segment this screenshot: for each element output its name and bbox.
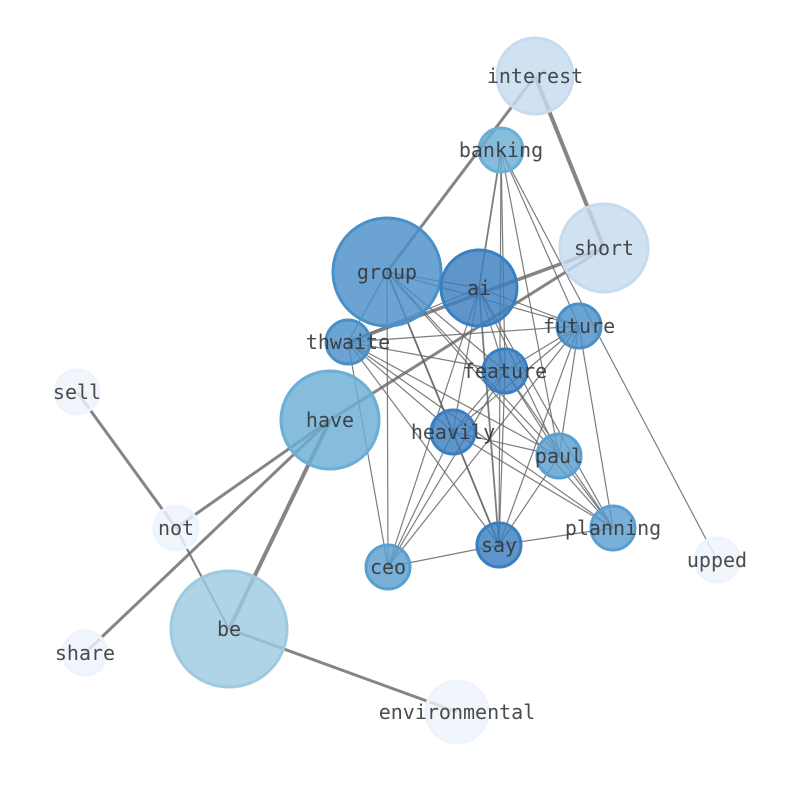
node-label-short: short (574, 236, 634, 260)
node-label-not: not (158, 516, 194, 540)
edge-thwaite-feature (347, 341, 506, 372)
edge-group-planning (386, 271, 614, 529)
node-circle-future (555, 302, 603, 350)
node-label-share: share (55, 641, 115, 665)
node-circle-environmental (424, 679, 490, 745)
node-circle-short (558, 202, 650, 294)
node-circle-banking (477, 126, 525, 174)
node-label-sell: sell (53, 380, 101, 404)
node-share: share (55, 629, 115, 677)
node-label-planning: planning (565, 516, 661, 540)
node-circle-not (152, 504, 200, 552)
node-have: have (279, 369, 381, 471)
node-label-ceo: ceo (370, 555, 406, 579)
node-circle-interest (495, 36, 575, 116)
edge-layer (75, 75, 718, 714)
node-label-heavily: heavily (411, 420, 495, 444)
node-future: future (543, 302, 615, 350)
node-be: be (169, 569, 289, 689)
node-group: group (331, 216, 443, 328)
node-label-future: future (543, 314, 615, 338)
edge-banking-say (498, 149, 502, 546)
edge-heavily-ceo (387, 431, 454, 568)
node-circle-thwaite (324, 318, 372, 366)
node-heavily: heavily (411, 408, 495, 456)
node-feature: feature (463, 347, 547, 395)
node-circle-heavily (429, 408, 477, 456)
node-say: say (475, 521, 523, 569)
node-upped: upped (687, 536, 747, 584)
node-label-interest: interest (487, 64, 583, 88)
node-label-say: say (481, 533, 517, 557)
edge-not-sell (75, 391, 178, 529)
node-layer: interest banking short group ai future thwaite… (53, 36, 747, 745)
node-ceo: ceo (364, 543, 412, 591)
node-circle-have (279, 369, 381, 471)
edge-future-say (498, 325, 580, 546)
edge-future-ceo (387, 325, 580, 568)
node-label-environmental: environmental (379, 700, 536, 724)
node-short: short (558, 202, 650, 294)
node-label-banking: banking (459, 138, 543, 162)
edge-thwaite-planning (347, 341, 614, 529)
node-paul: paul (535, 432, 583, 480)
node-circle-sell (53, 368, 101, 416)
node-sell: sell (53, 368, 101, 416)
node-planning: planning (565, 504, 661, 552)
edge-future-planning (578, 325, 614, 529)
node-ai: ai (439, 248, 519, 328)
node-circle-ai (439, 248, 519, 328)
node-banking: banking (459, 126, 543, 174)
edge-feature-ceo (387, 370, 506, 568)
node-label-have: have (306, 408, 354, 432)
node-label-ai: ai (467, 276, 491, 300)
edge-ai-say (478, 287, 500, 546)
node-label-be: be (217, 617, 241, 641)
node-not: not (152, 504, 200, 552)
node-circle-share (61, 629, 109, 677)
edge-banking-upped (500, 149, 718, 561)
node-label-upped: upped (687, 548, 747, 572)
node-environmental: environmental (379, 679, 536, 745)
edge-banking-paul (500, 149, 560, 457)
node-thwaite: thwaite (306, 318, 390, 366)
node-interest: interest (487, 36, 583, 116)
node-circle-paul (535, 432, 583, 480)
edge-thwaite-say (347, 341, 500, 546)
edge-thwaite-future (347, 325, 580, 343)
edge-have-share (83, 418, 332, 655)
node-circle-upped (693, 536, 741, 584)
edge-feature-say (498, 370, 506, 546)
node-label-feature: feature (463, 359, 547, 383)
node-circle-be (169, 569, 289, 689)
edge-ai-planning (478, 287, 614, 529)
node-circle-say (475, 521, 523, 569)
node-circle-group (331, 216, 443, 328)
node-circle-feature (481, 347, 529, 395)
edge-heavily-planning (452, 431, 614, 529)
node-circle-planning (589, 504, 637, 552)
edge-thwaite-paul (347, 341, 560, 457)
node-circle-ceo (364, 543, 412, 591)
edge-banking-future (500, 149, 580, 327)
node-label-thwaite: thwaite (306, 330, 390, 354)
node-label-group: group (357, 260, 417, 284)
node-label-paul: paul (535, 444, 583, 468)
